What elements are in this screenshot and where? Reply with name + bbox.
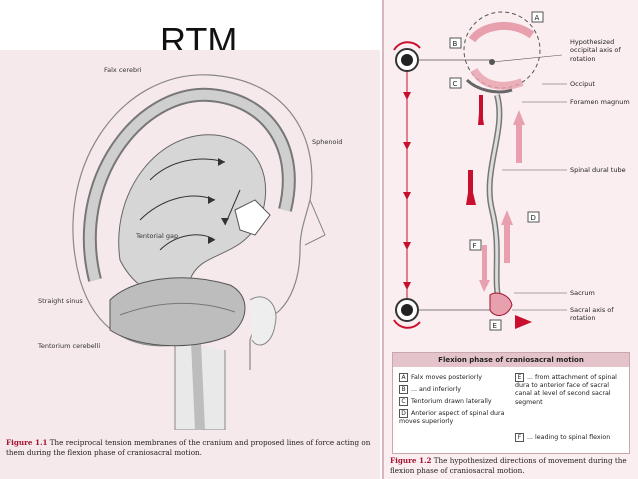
legend-item-e: E... from attachment of spinal dura to a… [515,373,617,406]
label-falx-cerebri: Falx cerebri [104,66,142,74]
label-tentorial-gap: Tentorial gap [136,232,179,240]
figure-1-caption-text: The reciprocal tension membranes of the … [6,438,371,457]
marker-c: C [453,80,458,88]
figure-1-number: Figure 1.1 [6,438,48,447]
label-tentorium-cerebelli: Tentorium cerebelli [38,342,101,350]
marker-e: E [493,322,497,330]
figure-1-panel: Falx cerebri Sphenoid Tentorial gap Stra… [0,50,380,479]
label-occiput: Occiput [570,80,595,88]
head-membranes-illustration [72,74,326,430]
figure-2-number: Figure 1.2 [390,456,432,465]
label-foramen-magnum: Foramen magnum [570,98,630,106]
legend-item-b: B... and inferiorly [399,385,507,394]
label-spinal-dural-tube: Spinal dural tube [570,166,626,174]
label-occipital-axis: Hypothesized occipital axis of rotation [570,38,621,63]
label-sphenoid: Sphenoid [312,138,343,146]
legend-title: Flexion phase of craniosacral motion [393,353,629,367]
figure-1-caption: Figure 1.1 The reciprocal tension membra… [6,438,376,457]
figure-2-caption: Figure 1.2 The hypothesized directions o… [390,456,632,475]
label-sacrum: Sacrum [570,289,595,297]
spinal-dura-diagram: A B C D F E [393,11,567,331]
marker-b: B [453,40,458,48]
label-sacral-axis: Sacral axis of rotation [570,306,614,323]
marker-a: A [535,14,540,22]
marker-d: D [531,214,536,222]
marker-f: F [473,242,477,250]
label-straight-sinus: Straight sinus [38,297,83,305]
legend-item-f: F... leading to spinal flexion [515,433,623,442]
figure-2-caption-text: The hypothesized directions of movement … [390,456,627,475]
